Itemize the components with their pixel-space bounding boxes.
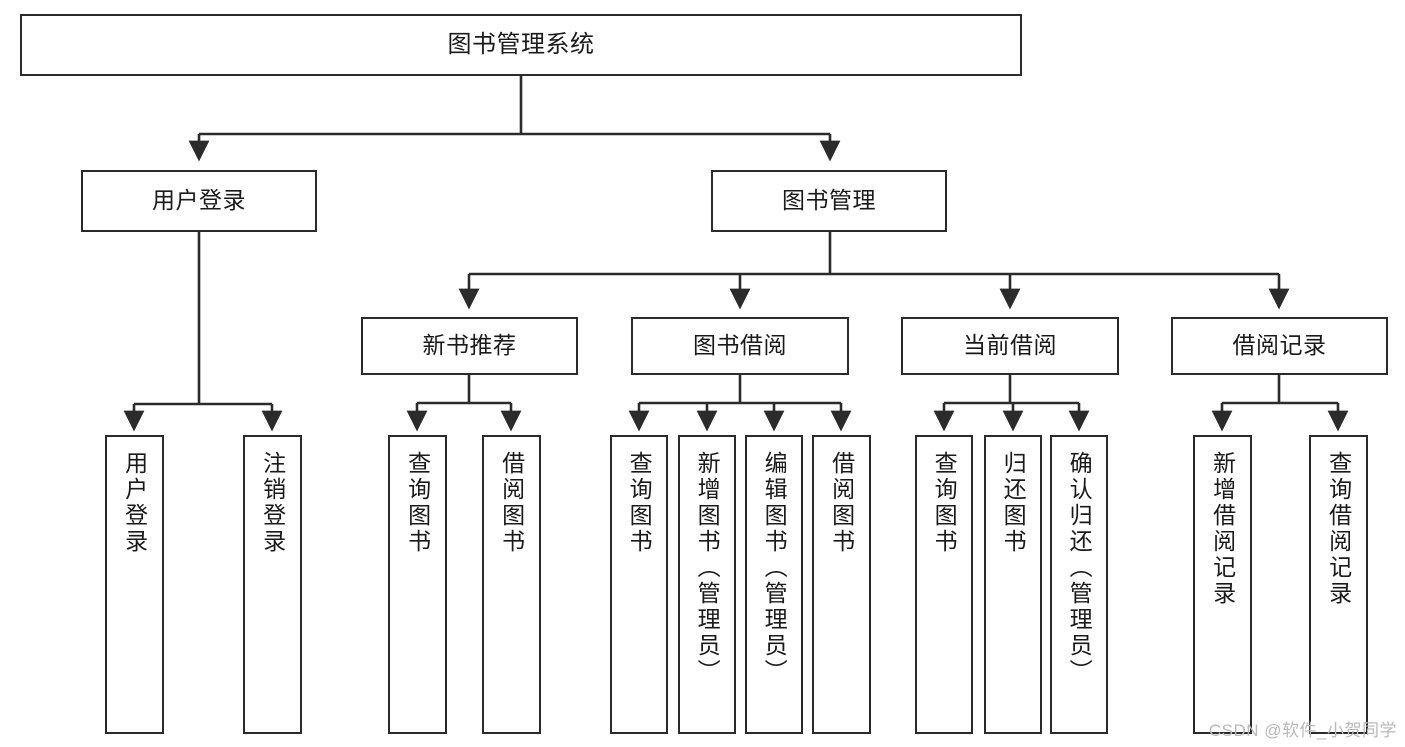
- leaf-record-query-record[interactable]: 查询借阅记录: [1309, 435, 1368, 734]
- leaf-recommend-query-book[interactable]: 查询图书: [388, 435, 447, 734]
- node-label: 查询图书: [626, 451, 653, 555]
- node-label: 新增借阅记录: [1209, 451, 1236, 607]
- node-label: 新书推荐: [422, 332, 517, 359]
- node-user-login[interactable]: 用户登录: [81, 170, 317, 232]
- node-current-borrow[interactable]: 当前借阅: [901, 317, 1119, 375]
- node-root-system[interactable]: 图书管理系统: [20, 14, 1022, 76]
- leaf-current-query-book[interactable]: 查询图书: [915, 435, 973, 734]
- node-book-borrow[interactable]: 图书借阅: [631, 317, 849, 375]
- leaf-user-login-logout[interactable]: 注销登录: [243, 435, 302, 734]
- node-label: 图书管理系统: [447, 30, 595, 58]
- node-label: 图书借阅: [693, 332, 787, 359]
- node-book-management[interactable]: 图书管理: [711, 170, 947, 232]
- node-label: 用户登录: [152, 187, 246, 214]
- watermark-text: CSDN @软件_小贺同学: [1208, 721, 1397, 740]
- node-label: 查询图书: [931, 451, 958, 555]
- leaf-borrow-borrow-book[interactable]: 借阅图书: [812, 435, 871, 734]
- node-label: 借阅图书: [828, 451, 855, 555]
- node-borrow-record[interactable]: 借阅记录: [1171, 317, 1388, 375]
- leaf-borrow-edit-book-admin[interactable]: 编辑图书（管理员）: [745, 435, 803, 734]
- leaf-borrow-add-book-admin[interactable]: 新增图书（管理员）: [678, 435, 736, 734]
- leaf-current-confirm-return-admin[interactable]: 确认归还（管理员）: [1050, 435, 1108, 734]
- node-label: 用户登录: [121, 451, 148, 555]
- node-label: 查询借阅记录: [1325, 451, 1352, 607]
- node-label: 借阅图书: [498, 451, 525, 555]
- leaf-recommend-borrow-book[interactable]: 借阅图书: [482, 435, 541, 734]
- leaf-user-login-login[interactable]: 用户登录: [105, 435, 164, 734]
- node-label: 注销登录: [259, 451, 286, 555]
- node-label: 编辑图书（管理员）: [761, 451, 788, 685]
- node-label: 图书管理: [782, 187, 876, 214]
- node-label: 借阅记录: [1232, 332, 1327, 359]
- leaf-borrow-query-book[interactable]: 查询图书: [610, 435, 668, 734]
- leaf-current-return-book[interactable]: 归还图书: [984, 435, 1042, 734]
- node-new-book-recommend[interactable]: 新书推荐: [361, 317, 578, 375]
- node-label: 确认归还（管理员）: [1066, 451, 1093, 685]
- node-label: 归还图书: [1000, 451, 1027, 555]
- node-label: 查询图书: [404, 451, 431, 555]
- leaf-record-add-record[interactable]: 新增借阅记录: [1193, 435, 1252, 734]
- node-label: 新增图书（管理员）: [694, 451, 721, 685]
- node-label: 当前借阅: [963, 332, 1057, 359]
